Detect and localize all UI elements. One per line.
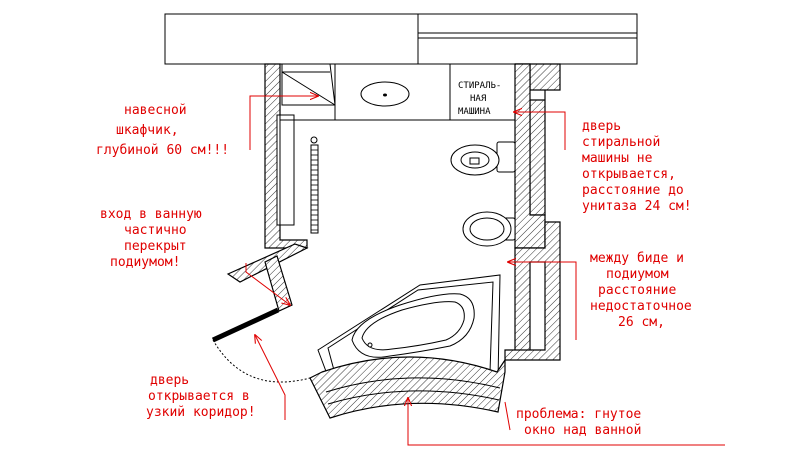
curved-window-wall [309,356,506,419]
toilet [450,141,516,176]
bidet [462,211,516,247]
annotation-arrows [245,96,725,446]
right-wall [504,63,561,361]
towel-rail [310,136,319,234]
cabinet-arrow [249,96,318,150]
left-wall [264,63,308,249]
annotation-bidet-podium: между биде и подиумом расстояние недоста… [590,251,700,330]
bathtub [351,293,475,358]
door [211,307,311,383]
washer-door-arrow [514,112,566,150]
bidet-podium-arrow [508,262,577,340]
annotation-door: дверь открывается в узкий коридор! [146,373,258,420]
annotation-window: проблема: гнутое окно над ванной [516,407,649,438]
top-beam [164,13,638,65]
annotation-entrance: вход в ванную частично перекрыт подиумом… [100,207,210,270]
washing-machine-label: СТИРАЛЬ- НАЯ МАШИНА [458,81,507,117]
door-arrow [255,335,286,420]
entrance-wall [226,243,309,312]
window-arrow [408,398,725,446]
hanging-cabinet [281,63,336,106]
annotation-washer-door: дверь стиральной машины не открывается, … [582,119,692,214]
annotation-cabinet: навесной шкафчик, глубиной 60 см!!! [96,103,229,158]
entrance-arrow [245,263,290,305]
washbasin [360,81,410,107]
